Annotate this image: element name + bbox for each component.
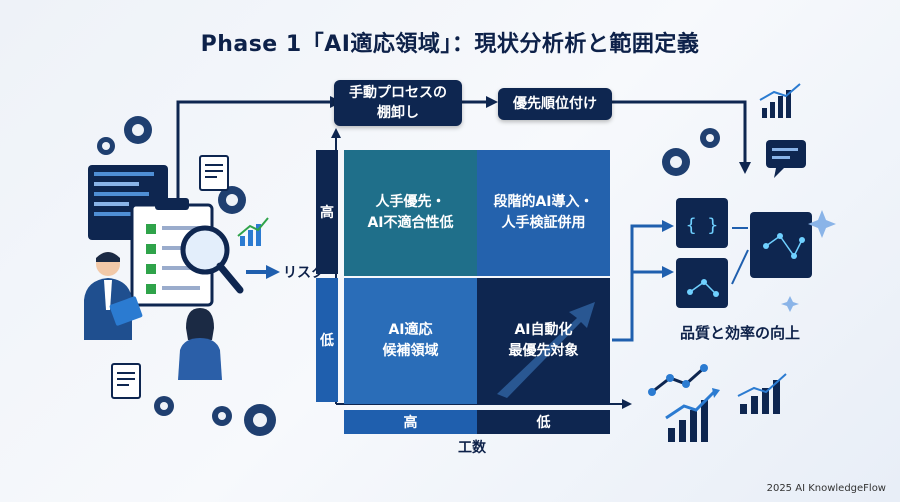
- page-title: Phase 1「AI適応領域」：現状分析析と範囲定義: [200, 32, 700, 57]
- footer-credit: 2025 AI KnowledgeFlow: [766, 483, 886, 494]
- y-band-low-label: 低: [320, 333, 334, 349]
- x-band-high-label: 高: [403, 415, 418, 431]
- y-axis-label: リスク: [283, 265, 325, 281]
- risk-effort-matrix: 人手優先・ AI不適合性低 段階的AI導入・ 人手検証併用 AI適応 候補領域 …: [340, 146, 610, 404]
- document-icon: [111, 155, 229, 399]
- matrix-cell-bottom-left: AI適応 候補領域: [344, 278, 477, 404]
- y-band-low: 低: [316, 278, 338, 402]
- network-window-icon: [676, 258, 728, 308]
- y-band-high-label: 高: [320, 205, 334, 221]
- gear-icon: [97, 116, 276, 436]
- magnifier-icon: [180, 225, 244, 294]
- sparkle-icon: [781, 210, 836, 312]
- outcome-label: 品質と効率の向上: [680, 324, 801, 342]
- matrix-cell-top-right: 段階的AI導入・ 人手検証併用: [477, 150, 610, 276]
- chat-bubble-icon: [766, 140, 806, 178]
- flow-step-inventory: 手動プロセスの 棚卸し: [334, 80, 462, 126]
- person-woman-icon: [178, 308, 222, 380]
- bar-chart-icon: [665, 388, 720, 442]
- trend-chart-icon: [648, 364, 708, 396]
- matrix-cell-bottom-right: AI自動化 最優先対象: [477, 278, 610, 404]
- flow-step-prioritize: 優先順位付け: [498, 88, 612, 120]
- x-band-low-label: 低: [536, 415, 551, 431]
- svg-text:{ }: { }: [686, 215, 719, 236]
- network-window-icon: [750, 212, 812, 278]
- y-band-high: 高: [316, 150, 338, 274]
- code-window-icon: { }: [676, 198, 728, 248]
- person-man-icon: [84, 252, 143, 340]
- growth-arrow-icon: [497, 302, 595, 398]
- bar-chart-icon: [737, 373, 787, 414]
- matrix-cell-bottom-right-label: AI自動化 最優先対象: [508, 322, 579, 359]
- x-axis-label: 工数: [458, 440, 486, 456]
- x-band-high: 高: [344, 410, 477, 434]
- gear-icon: [662, 128, 720, 176]
- matrix-cell-top-left: 人手優先・ AI不適合性低: [344, 150, 477, 276]
- chart-icon: [759, 83, 801, 118]
- chart-icon: [237, 217, 269, 246]
- x-band-low: 低: [477, 410, 610, 434]
